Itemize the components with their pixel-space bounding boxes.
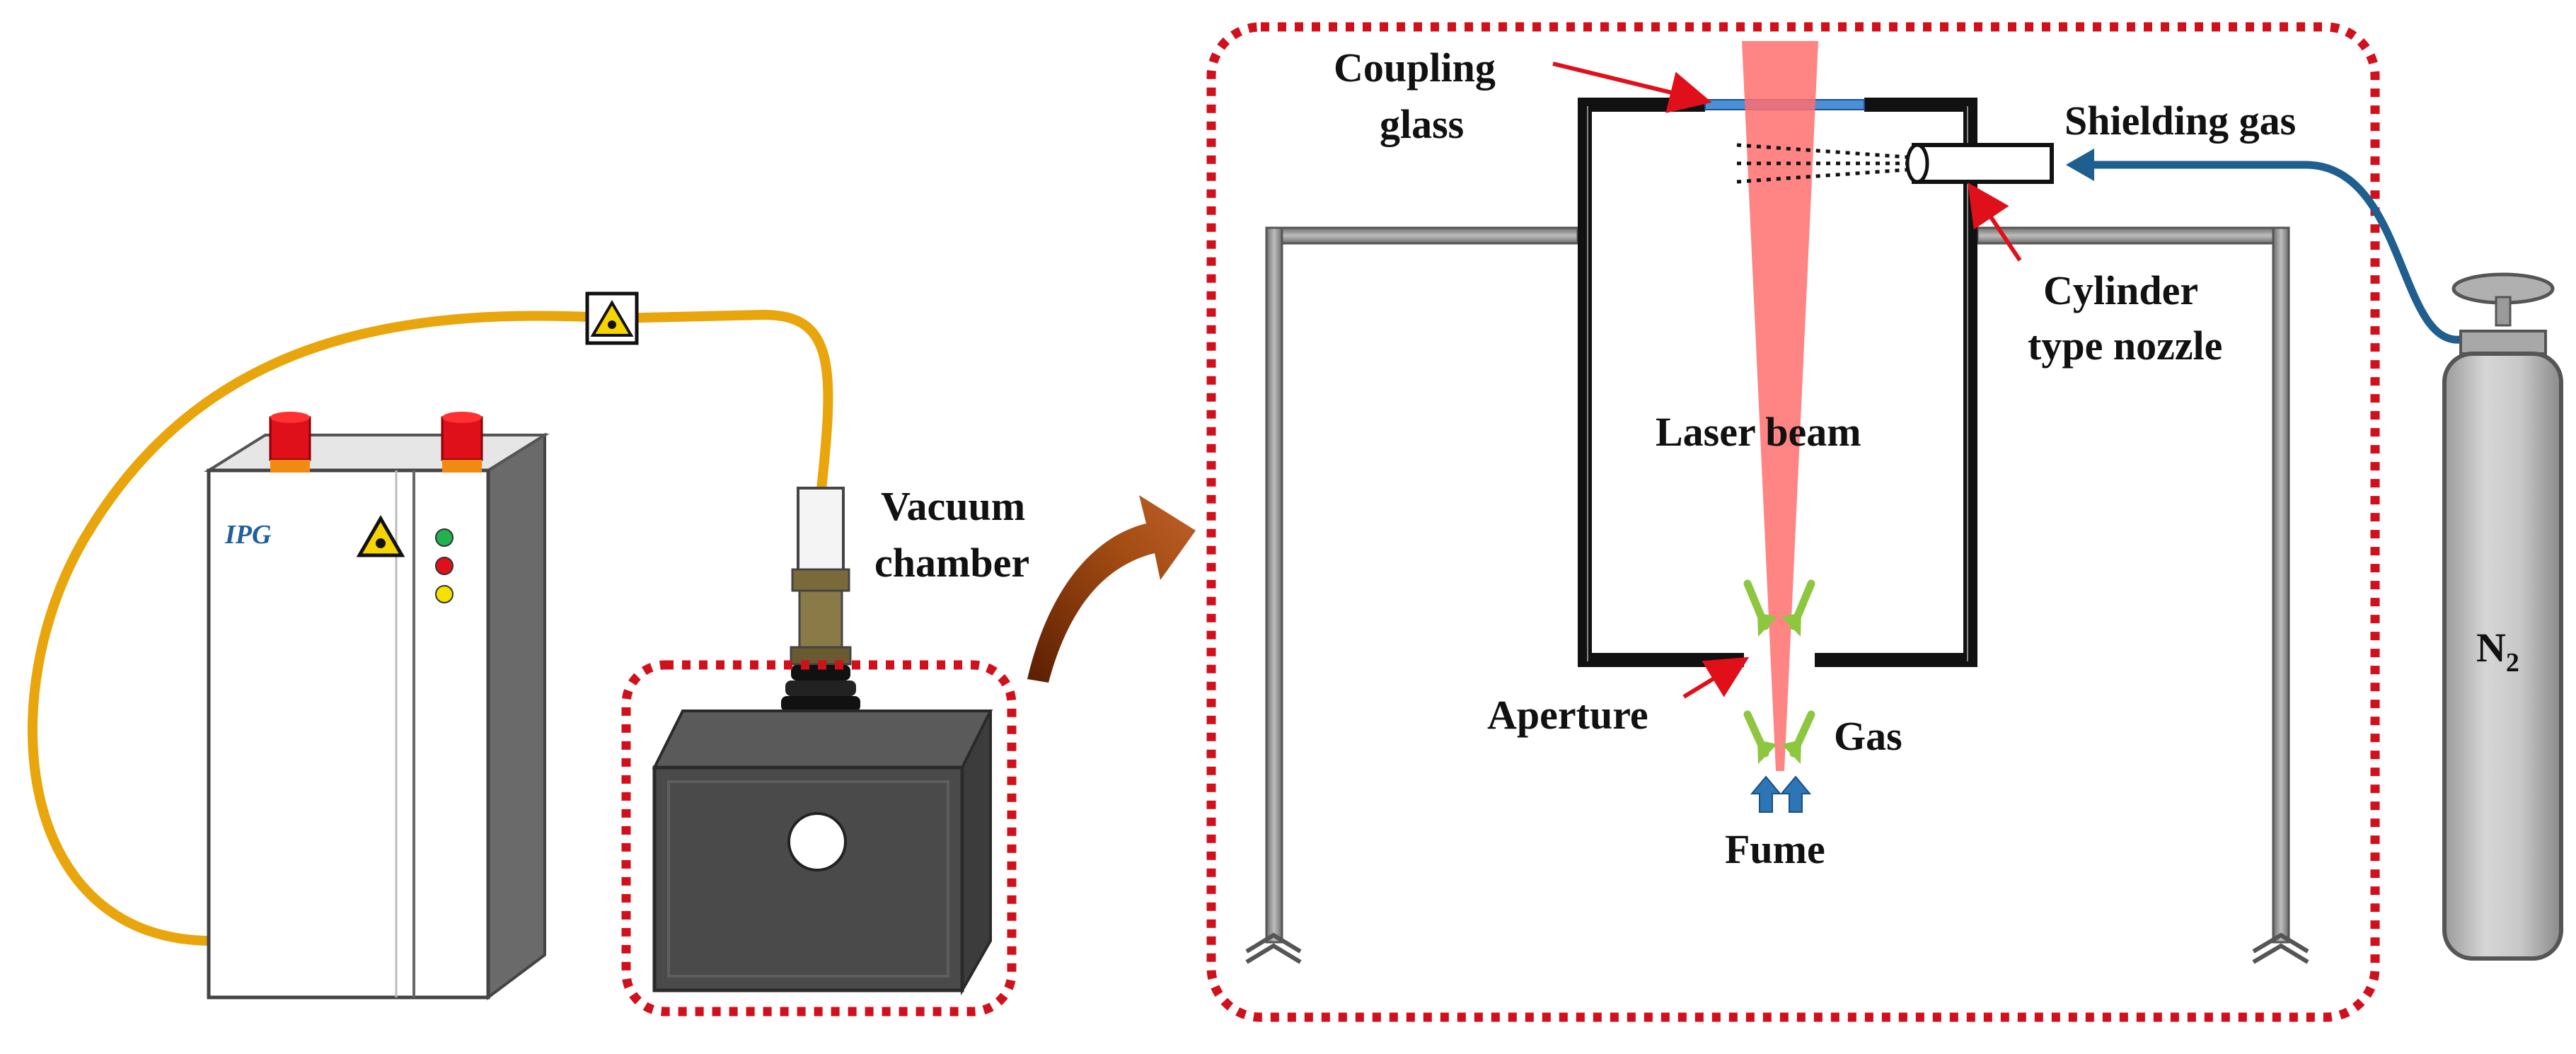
coupling-glass-label-line2: glass	[1380, 101, 1464, 147]
laser-beam-label: Laser beam	[1656, 409, 1861, 455]
led-green	[435, 528, 454, 547]
n2-label-main: N	[2476, 625, 2506, 671]
gas-supply-arrowhead	[2066, 149, 2094, 181]
cylinder-nozzle-label-line1: Cylinder	[2043, 267, 2198, 313]
aperture-pointer	[1682, 656, 1750, 699]
aperture-label: Aperture	[1487, 692, 1648, 738]
coupling-glass-pointer	[1552, 62, 1712, 113]
vacuum-chamber-highlight	[621, 660, 1017, 1017]
detail-view-highlight	[1206, 22, 2380, 1022]
n2-cylinder	[2442, 272, 2563, 961]
brand-label: IPG	[224, 520, 272, 550]
led-red	[435, 557, 454, 575]
support-frame	[1245, 226, 2309, 964]
chamber-window	[787, 812, 847, 871]
laser-head	[781, 487, 860, 712]
gas-label: Gas	[1834, 713, 1902, 759]
cabinet-hazard-icon	[356, 514, 405, 557]
n2-label-sub: 2	[2506, 648, 2519, 678]
laser-beam	[1742, 41, 1818, 771]
fume-label: Fume	[1725, 826, 1825, 872]
indicator-lamp-right	[441, 412, 483, 473]
vacuum-chamber	[652, 710, 993, 996]
vacuum-chamber-label-line2: chamber	[874, 540, 1029, 586]
optical-fiber	[27, 309, 833, 946]
callout-arrows	[1552, 62, 2022, 699]
zoom-arrow	[1027, 495, 1196, 683]
nozzle-pointer	[1968, 183, 2022, 262]
cylinder-nozzle	[1736, 143, 2054, 184]
shielding-gas-label: Shielding gas	[2064, 98, 2296, 144]
gas-supply-line	[2079, 161, 2465, 344]
indicator-lamp-left	[269, 412, 311, 473]
gas-flow-arrowheads	[1757, 613, 1801, 764]
n2-label: N2	[2476, 625, 2519, 678]
chamber-walls	[1578, 98, 1977, 667]
coupling-glass-label-line1: Coupling	[1334, 45, 1496, 91]
led-yellow	[435, 585, 454, 603]
fume-arrows	[1750, 775, 1812, 813]
cylinder-nozzle-label-line2: type nozzle	[2028, 323, 2222, 369]
laser-source-cabinet: IPG	[204, 412, 550, 1000]
laser-hazard-icon	[585, 291, 639, 345]
vacuum-chamber-label-line1: Vacuum	[881, 483, 1025, 529]
